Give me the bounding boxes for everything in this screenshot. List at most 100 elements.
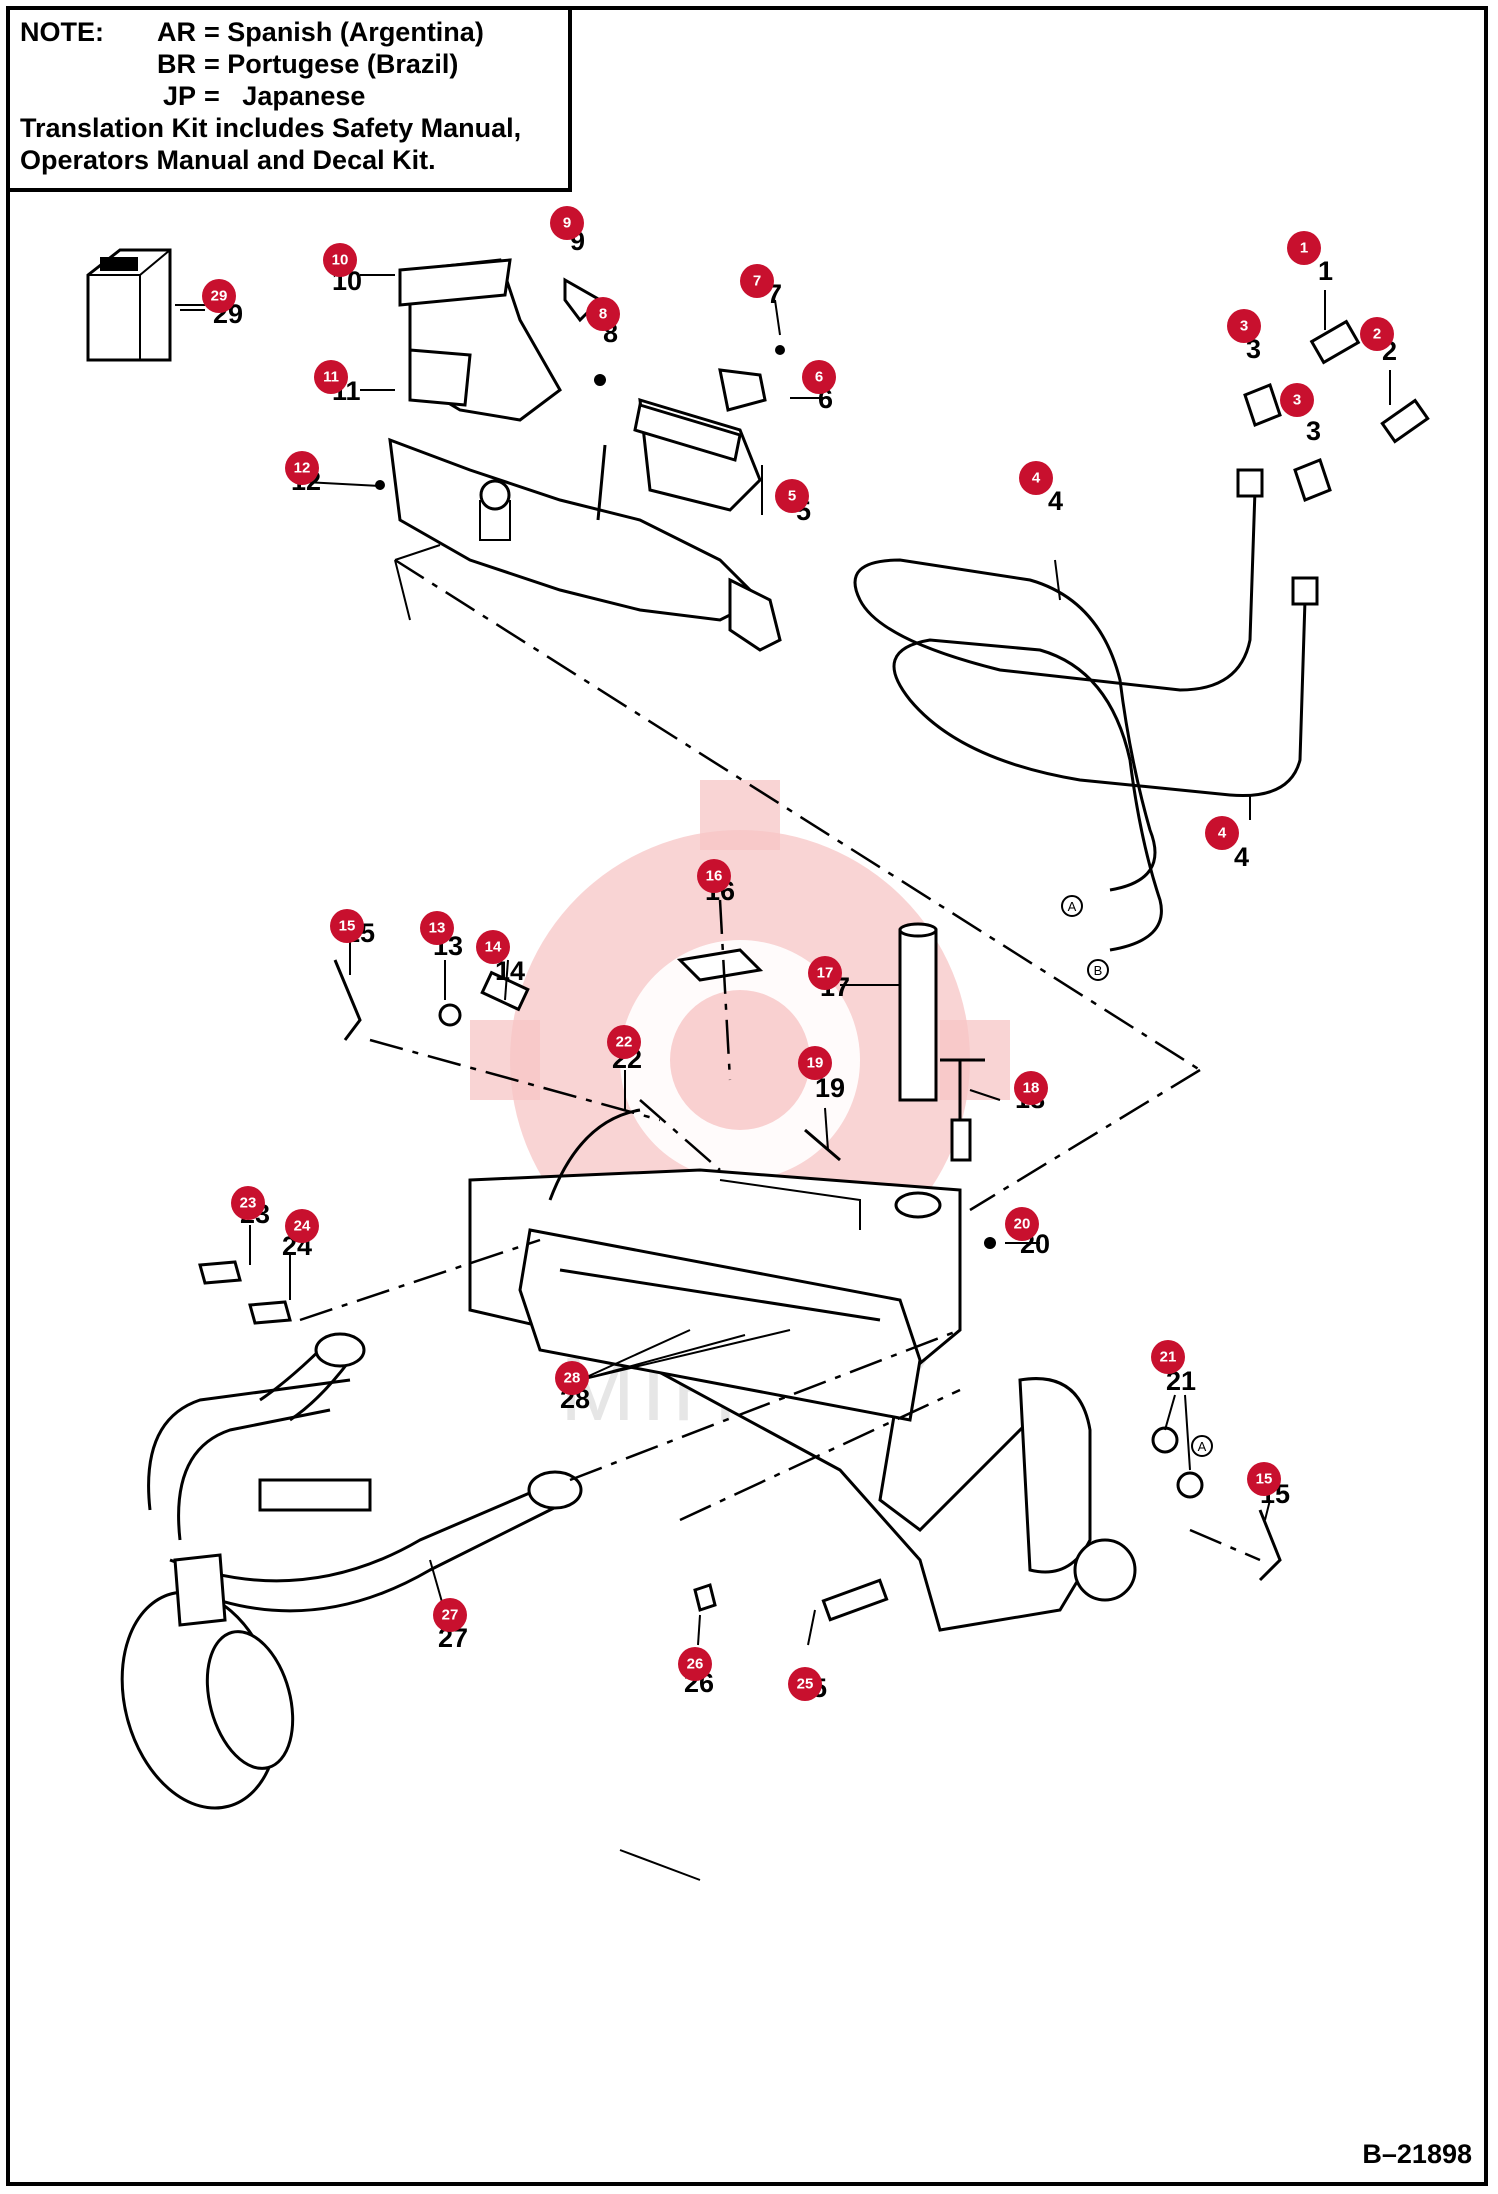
svg-text:A: A bbox=[1068, 899, 1077, 914]
callout-marker[interactable]: 24 bbox=[285, 1209, 319, 1243]
callout-marker[interactable]: 27 bbox=[433, 1598, 467, 1632]
callout-marker[interactable]: 6 bbox=[802, 360, 836, 394]
note-row: BR = Portugese (Brazil) bbox=[20, 48, 554, 80]
part-number: 4 bbox=[1234, 842, 1249, 872]
callout-marker[interactable]: 8 bbox=[586, 297, 620, 331]
note-row: JP = Japanese bbox=[20, 80, 554, 112]
callout-marker[interactable]: 15 bbox=[330, 909, 364, 943]
mount-plate-assembly bbox=[388, 258, 782, 652]
callout-marker[interactable]: 23 bbox=[231, 1186, 265, 1220]
callout-marker[interactable]: 20 bbox=[1005, 1207, 1039, 1241]
callout-marker[interactable]: 12 bbox=[285, 451, 319, 485]
part-number: 4 bbox=[1048, 486, 1063, 516]
assembly-lines bbox=[299, 544, 1261, 1881]
note-kit-line: Operators Manual and Decal Kit. bbox=[20, 145, 436, 175]
language-name: Spanish (Argentina) bbox=[227, 17, 484, 47]
language-code: AR bbox=[157, 17, 196, 47]
callout-marker[interactable]: 10 bbox=[323, 243, 357, 277]
svg-text:15: 15 bbox=[1256, 1471, 1273, 1488]
part-number: 1 bbox=[1318, 256, 1333, 286]
language-name: Portugese (Brazil) bbox=[227, 49, 459, 79]
part-number: 3 bbox=[1306, 416, 1321, 446]
port-label-a-frame: A bbox=[1191, 1435, 1213, 1457]
language-code: BR bbox=[157, 49, 196, 79]
note-row: NOTE: AR = Spanish (Argentina) bbox=[20, 16, 554, 48]
svg-text:B: B bbox=[1094, 963, 1103, 978]
svg-text:6: 6 bbox=[815, 369, 823, 386]
callout-marker[interactable]: 5 bbox=[775, 479, 809, 513]
port-label-a: A bbox=[1061, 895, 1083, 917]
svg-text:A: A bbox=[1198, 1439, 1207, 1454]
callout-marker[interactable]: 26 bbox=[678, 1647, 712, 1681]
cylinder bbox=[894, 922, 942, 1219]
svg-text:8: 8 bbox=[599, 306, 607, 323]
svg-text:24: 24 bbox=[294, 1218, 311, 1235]
svg-text:15: 15 bbox=[339, 918, 356, 935]
note-kit-line: Translation Kit includes Safety Manual, bbox=[20, 113, 522, 143]
svg-text:3: 3 bbox=[1240, 318, 1248, 335]
callout-marker[interactable]: 22 bbox=[607, 1025, 641, 1059]
svg-text:20: 20 bbox=[1014, 1216, 1031, 1233]
manual-kit-box bbox=[86, 248, 172, 362]
callout-marker[interactable]: 19 bbox=[798, 1046, 832, 1080]
svg-text:10: 10 bbox=[332, 252, 349, 269]
callout-marker[interactable]: 21 bbox=[1151, 1340, 1185, 1374]
svg-text:16: 16 bbox=[706, 868, 723, 885]
port-markers: A B A bbox=[1061, 895, 1213, 1457]
page-frame bbox=[6, 6, 1488, 2186]
language-code: JP bbox=[162, 81, 196, 111]
svg-text:5: 5 bbox=[788, 488, 796, 505]
equals-sign: = bbox=[204, 49, 220, 79]
svg-text:17: 17 bbox=[817, 965, 834, 982]
svg-text:14: 14 bbox=[485, 939, 502, 956]
callout-marker[interactable]: 3 bbox=[1227, 309, 1261, 343]
callout-marker[interactable]: 4 bbox=[1205, 816, 1239, 850]
callout-marker[interactable]: 1 bbox=[1287, 231, 1321, 265]
svg-text:12: 12 bbox=[294, 460, 311, 477]
svg-text:9: 9 bbox=[563, 215, 571, 232]
svg-text:18: 18 bbox=[1023, 1080, 1040, 1097]
language-name: Japanese bbox=[242, 81, 366, 111]
callout-marker[interactable]: 13 bbox=[420, 911, 454, 945]
port-label-b: B bbox=[1087, 959, 1109, 981]
equals-sign: = bbox=[204, 81, 220, 111]
svg-text:25: 25 bbox=[797, 1676, 814, 1693]
svg-text:28: 28 bbox=[564, 1370, 581, 1387]
callout-marker[interactable]: 17 bbox=[808, 956, 842, 990]
callout-marker[interactable]: 14 bbox=[476, 930, 510, 964]
equals-sign: = bbox=[204, 17, 220, 47]
callout-marker[interactable]: 25 bbox=[788, 1667, 822, 1701]
callout-marker[interactable]: 28 bbox=[555, 1361, 589, 1395]
callout-marker[interactable]: 2 bbox=[1360, 317, 1394, 351]
svg-text:2: 2 bbox=[1373, 326, 1381, 343]
svg-text:23: 23 bbox=[240, 1195, 257, 1212]
callout-marker[interactable]: 29 bbox=[202, 279, 236, 313]
callout-marker[interactable]: 3 bbox=[1280, 383, 1314, 417]
translation-note-box: NOTE: AR = Spanish (Argentina) BR = Portuge… bbox=[6, 6, 572, 192]
leader-lines bbox=[175, 274, 1391, 1646]
callout-marker[interactable]: 18 bbox=[1014, 1071, 1048, 1105]
svg-text:27: 27 bbox=[442, 1607, 459, 1624]
caster-wheel-frame bbox=[120, 1332, 583, 1810]
callout-marker[interactable]: 9 bbox=[550, 206, 584, 240]
callout-marker[interactable]: 15 bbox=[1247, 1462, 1281, 1496]
svg-text:29: 29 bbox=[211, 288, 228, 305]
svg-text:4: 4 bbox=[1032, 470, 1041, 487]
svg-text:19: 19 bbox=[807, 1055, 824, 1072]
svg-text:21: 21 bbox=[1160, 1349, 1177, 1366]
callout-marker[interactable]: 16 bbox=[697, 859, 731, 893]
callout-marker[interactable]: 7 bbox=[740, 264, 774, 298]
svg-text:7: 7 bbox=[753, 273, 761, 290]
svg-text:26: 26 bbox=[687, 1656, 704, 1673]
callout-marker[interactable]: 4 bbox=[1019, 461, 1053, 495]
small-parts bbox=[198, 277, 1282, 1622]
note-label: NOTE: bbox=[20, 17, 104, 47]
hydraulic-hoses bbox=[853, 319, 1430, 952]
svg-text:13: 13 bbox=[429, 920, 446, 937]
callout-marker[interactable]: 11 bbox=[314, 360, 348, 394]
svg-text:1: 1 bbox=[1300, 240, 1308, 257]
svg-text:11: 11 bbox=[323, 369, 339, 386]
callout-markers: 1 2 3 3 4 4 5 6 7 8 9 10 11 12 13 14 15 … bbox=[202, 206, 1394, 1701]
